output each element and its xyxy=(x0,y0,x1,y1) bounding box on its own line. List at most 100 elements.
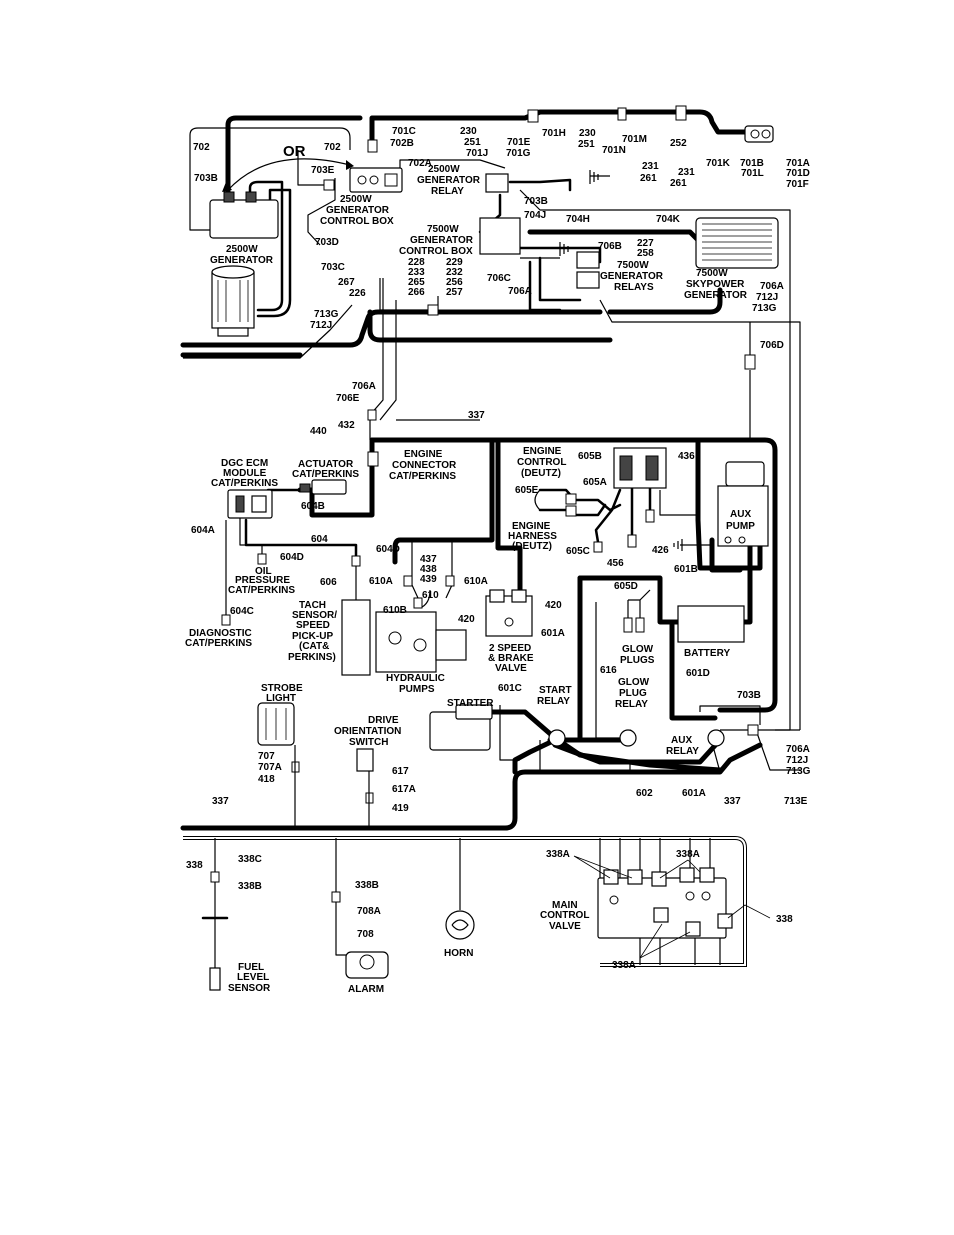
label-338c: 338C xyxy=(238,854,262,865)
label-drive-3: SWITCH xyxy=(349,737,388,748)
label-233: 233 xyxy=(408,267,425,278)
label-engine-connector: ENGINE xyxy=(404,449,443,460)
label-glow-plugs-2: PLUGS xyxy=(620,655,655,666)
label-engine-connector-3: CAT/PERKINS xyxy=(389,471,456,482)
label-aux-pump: AUX xyxy=(730,509,751,520)
label-601b: 601B xyxy=(674,564,698,575)
connector-701e xyxy=(527,109,539,123)
label-713g-3: 713G xyxy=(786,766,811,777)
label-glow-plug-relay-2: PLUG xyxy=(619,688,647,699)
label-701n: 701N xyxy=(602,145,626,156)
label-701d: 701D xyxy=(786,168,810,179)
label-713g: 713G xyxy=(752,303,777,314)
lower-section xyxy=(183,836,771,991)
label-horn: HORN xyxy=(444,948,473,959)
generator-section xyxy=(180,105,801,731)
label-338b-2: 338B xyxy=(355,880,379,891)
label-dgc-ecm-3: CAT/PERKINS xyxy=(211,478,278,489)
label-228: 228 xyxy=(408,257,425,268)
label-605e: 605E xyxy=(515,485,539,496)
label-338a-2: 338A xyxy=(676,849,700,860)
label-diagnostic: DIAGNOSTIC xyxy=(189,628,252,639)
wire-616 xyxy=(595,602,625,739)
fuel-level-sensor xyxy=(209,967,221,991)
label-258: 258 xyxy=(637,248,654,259)
label-7500w-relays-3: RELAYS xyxy=(614,282,654,293)
label-252: 252 xyxy=(670,138,687,149)
label-2500w-gen: 2500W xyxy=(226,244,258,255)
label-2-speed: 2 SPEED xyxy=(489,643,531,654)
label-251: 251 xyxy=(464,137,481,148)
label-338a-3: 338A xyxy=(612,960,636,971)
label-706d: 706D xyxy=(760,340,784,351)
or-arrow xyxy=(227,158,351,191)
tach-sensor xyxy=(341,599,371,676)
label-7500w-cb-3: CONTROL BOX xyxy=(399,246,473,257)
wire-706e xyxy=(369,278,384,440)
wire-main-upper xyxy=(180,309,603,348)
label-337-c: 337 xyxy=(212,796,229,807)
label-605c: 605C xyxy=(566,546,590,557)
label-7500w-relays-2: GENERATOR xyxy=(600,271,664,282)
label-226: 226 xyxy=(349,288,366,299)
label-708a: 708A xyxy=(357,906,381,917)
aux-relay xyxy=(707,729,725,747)
wire-703d xyxy=(307,178,336,246)
2-speed-brake-valve xyxy=(485,595,533,637)
label-605a: 605A xyxy=(583,477,607,488)
label-glow-plug-relay: GLOW xyxy=(618,677,650,688)
label-436: 436 xyxy=(678,451,695,462)
label-601a: 601A xyxy=(541,628,565,639)
7500w-generator-relay-1 xyxy=(576,251,600,269)
label-604a: 604A xyxy=(191,525,215,536)
label-or: OR xyxy=(283,143,306,160)
label-713e: 713E xyxy=(784,796,808,807)
label-glow-plugs: GLOW xyxy=(622,644,654,655)
label-610b: 610B xyxy=(383,605,407,616)
label-engine-control-2: CONTROL xyxy=(517,457,566,468)
label-701h: 701H xyxy=(542,128,566,139)
label-703e: 703E xyxy=(311,165,335,176)
label-701m: 701M xyxy=(622,134,647,145)
7500w-generator-relay-2 xyxy=(576,271,600,289)
label-713g-2: 713G xyxy=(314,309,339,320)
label-704j: 704J xyxy=(524,210,546,221)
wire-337-frame xyxy=(369,437,778,713)
2500w-generator-box xyxy=(209,199,279,239)
horn xyxy=(445,910,475,940)
label-610: 610 xyxy=(422,590,439,601)
label-420: 420 xyxy=(545,600,562,611)
label-tach-3: SPEED xyxy=(296,620,330,631)
label-604c: 604C xyxy=(230,606,254,617)
connector-252 xyxy=(675,105,687,121)
connector-703e xyxy=(323,179,335,191)
label-266: 266 xyxy=(408,287,425,298)
label-701g: 701G xyxy=(506,148,531,159)
label-main-control-valve-3: VALVE xyxy=(549,921,581,932)
wire-337-main xyxy=(180,742,763,831)
label-7500w-sky-2: SKYPOWER xyxy=(686,279,745,290)
label-261-b: 261 xyxy=(670,178,687,189)
oil-pressure-sensor xyxy=(257,553,267,565)
label-701l: 701L xyxy=(741,168,764,179)
label-engine-harness-2: HARNESS xyxy=(508,531,557,542)
label-dgc-ecm: DGC ECM xyxy=(221,458,268,469)
2500w-generator-relay xyxy=(485,173,509,193)
label-257: 257 xyxy=(446,287,463,298)
connector-706d xyxy=(744,354,756,370)
label-actuator: ACTUATOR xyxy=(298,459,354,470)
label-hydraulic-pumps: HYDRAULIC xyxy=(386,673,445,684)
label-604d-2: 604D xyxy=(280,552,304,563)
label-main-control-valve: MAIN xyxy=(552,900,578,911)
label-439: 439 xyxy=(420,574,437,585)
label-610a-2: 610A xyxy=(464,576,488,587)
label-604: 604 xyxy=(311,534,328,545)
label-229: 229 xyxy=(446,257,463,268)
label-aux-pump-2: PUMP xyxy=(726,521,755,532)
label-701k: 701K xyxy=(706,158,731,169)
label-tach-5: (CAT& xyxy=(299,641,329,652)
label-7500w-sky-3: GENERATOR xyxy=(684,290,748,301)
label-267: 267 xyxy=(338,277,355,288)
label-617a: 617A xyxy=(392,784,416,795)
label-engine-control-3: (DEUTZ) xyxy=(521,468,561,479)
